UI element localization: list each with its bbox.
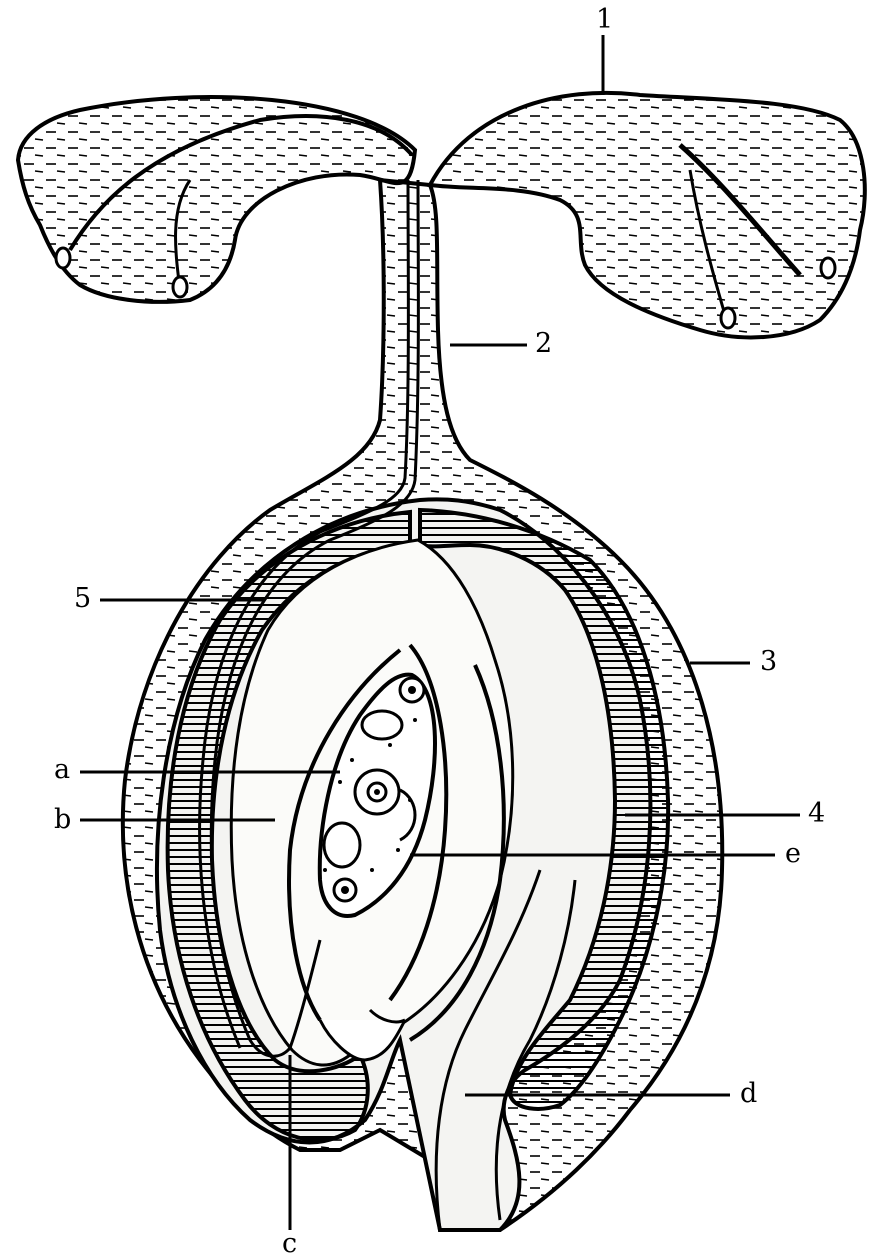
label-3: 3	[760, 646, 777, 677]
label-d: d	[740, 1078, 757, 1109]
label-2: 2	[535, 328, 552, 359]
stigma-right	[430, 93, 865, 338]
label-4: 4	[808, 798, 825, 829]
label-a: a	[54, 754, 70, 785]
label-1: 1	[596, 4, 613, 35]
label-5: 5	[74, 583, 91, 614]
label-c: c	[282, 1228, 297, 1255]
label-e: e	[785, 838, 801, 869]
label-b: b	[54, 804, 71, 835]
stigma-left	[18, 97, 415, 302]
